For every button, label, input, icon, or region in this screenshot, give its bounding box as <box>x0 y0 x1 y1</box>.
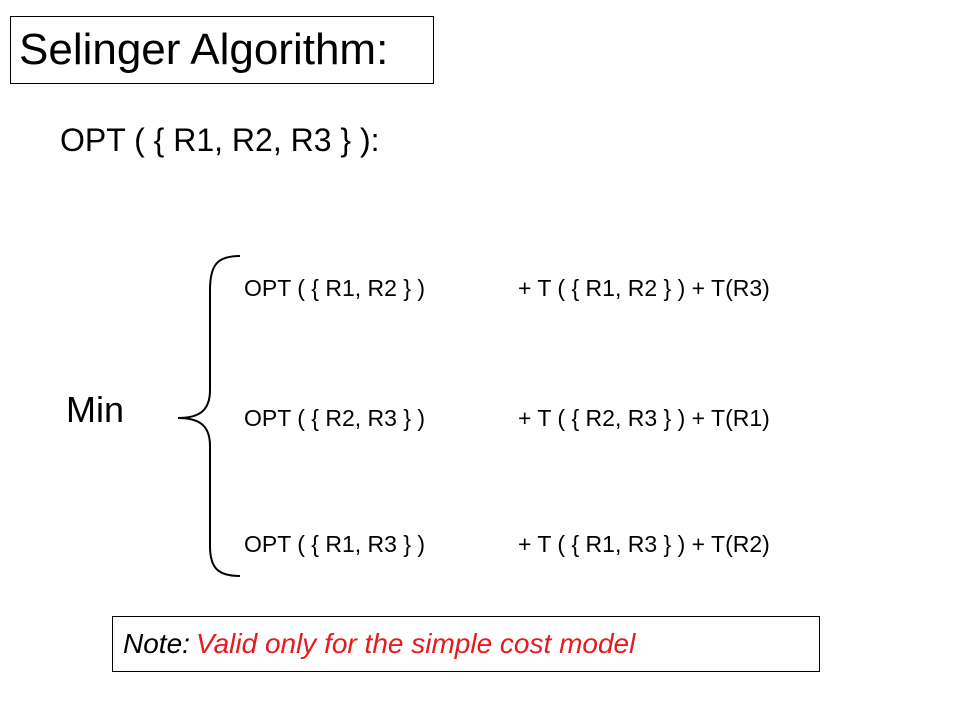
option-cost: + T ( { R1, R3 } ) + T(R2) <box>518 531 770 557</box>
option-row: OPT ( { R1, R3 } ) + T ( { R1, R3 } ) + T… <box>244 530 770 558</box>
slide-title: Selinger Algorithm: <box>10 16 434 84</box>
option-cost: + T ( { R1, R2 } ) + T(R3) <box>518 275 770 301</box>
option-subplan: OPT ( { R2, R3 } ) <box>244 405 426 431</box>
note-box: Note: Valid only for the simple cost mod… <box>112 616 820 672</box>
opt-heading: OPT ( { R1, R2, R3 } ): <box>60 122 380 158</box>
min-label: Min <box>66 389 125 430</box>
slide-title-text: Selinger Algorithm: <box>19 25 389 74</box>
left-brace-icon <box>177 255 241 577</box>
option-subplan: OPT ( { R1, R3 } ) <box>244 531 426 557</box>
option-row: OPT ( { R2, R3 } ) + T ( { R2, R3 } ) + T… <box>244 404 770 432</box>
option-cost: + T ( { R2, R3 } ) + T(R1) <box>518 405 770 431</box>
note-text: Valid only for the simple cost model <box>195 628 636 659</box>
option-subplan: OPT ( { R1, R2 } ) <box>244 275 426 301</box>
note-prefix: Note: <box>123 628 190 659</box>
option-row: OPT ( { R1, R2 } ) + T ( { R1, R2 } ) + T… <box>244 274 770 302</box>
